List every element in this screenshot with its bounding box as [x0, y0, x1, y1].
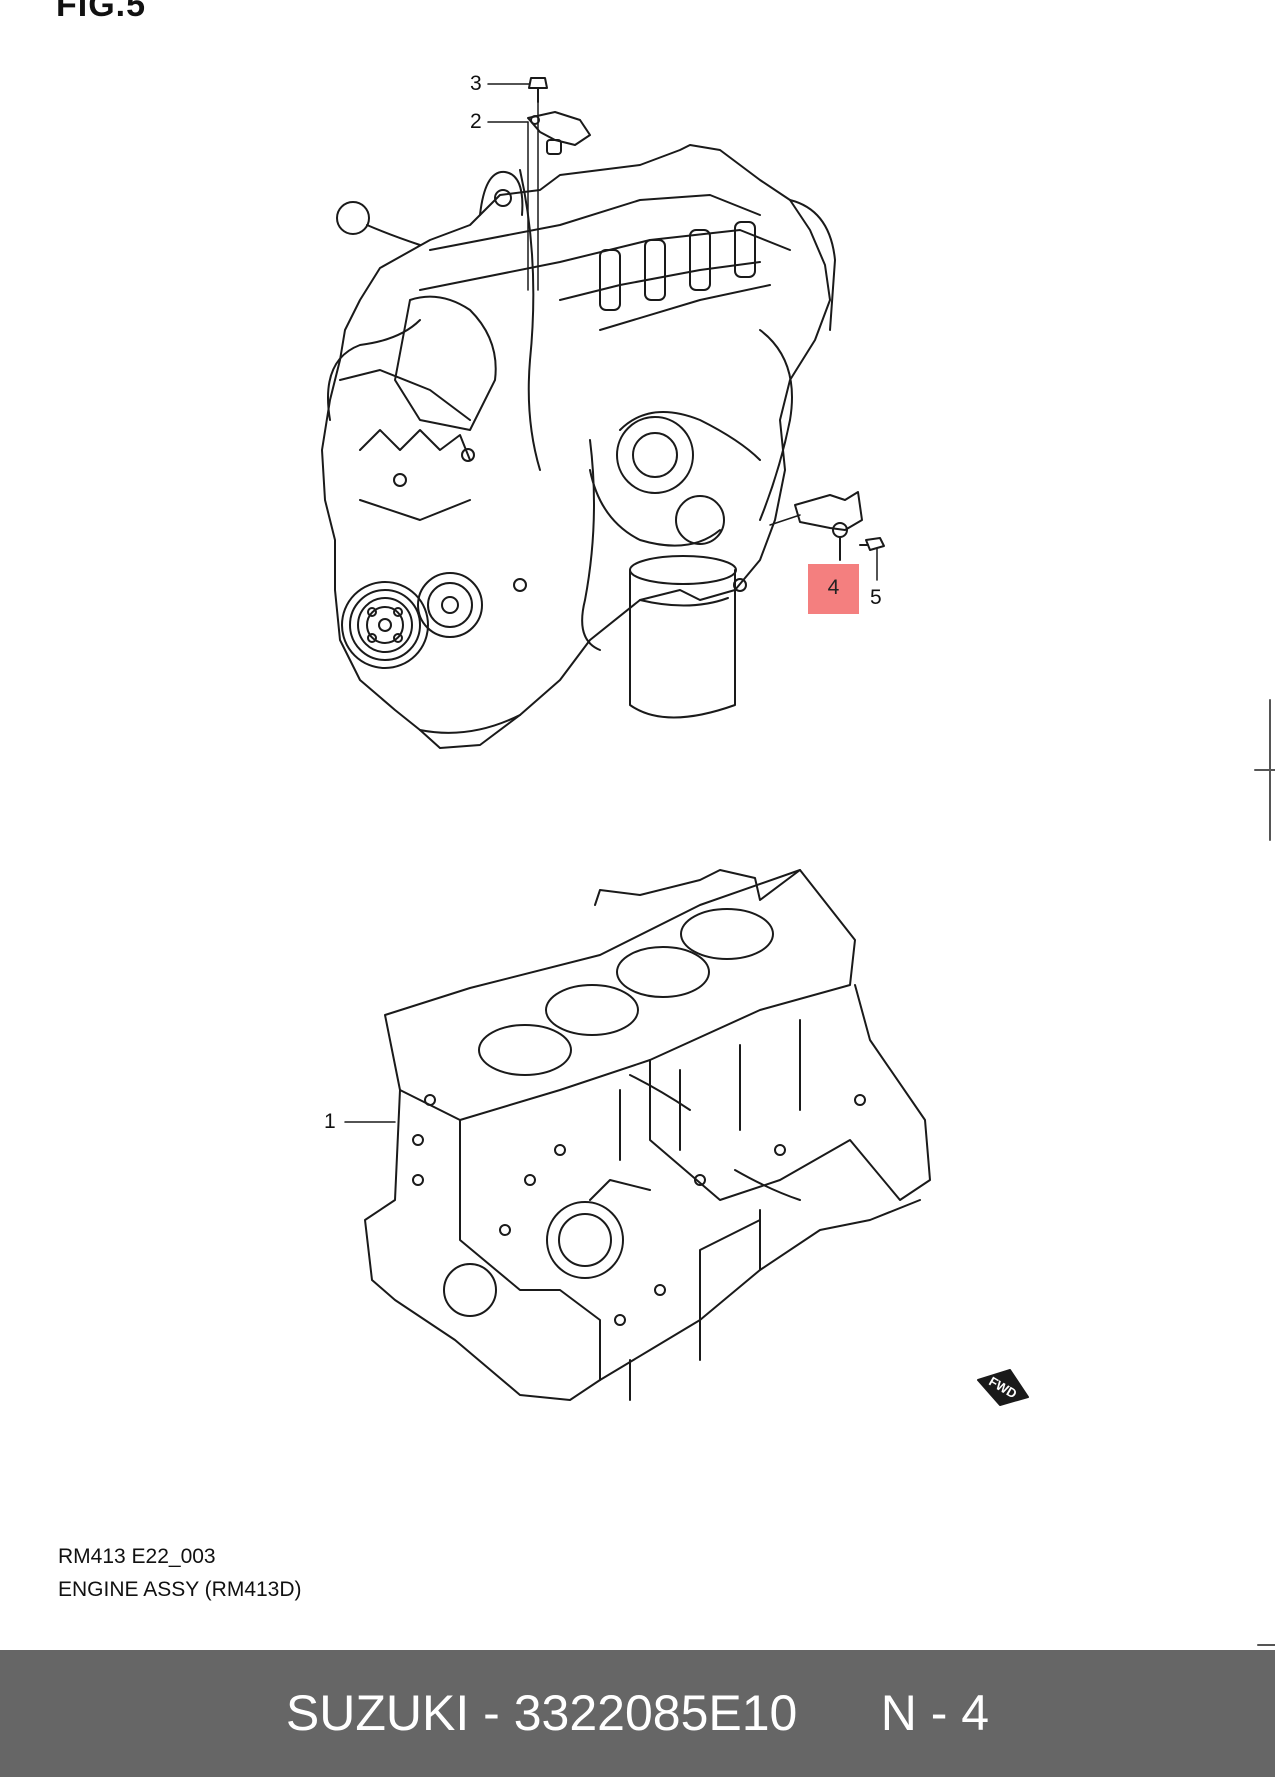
figure-label: FIG.5 — [56, 0, 147, 24]
highlighted-callout-4: 4 — [808, 564, 859, 614]
callout-2: 2 — [470, 110, 482, 133]
footer-brand: SUZUKI — [285, 1685, 470, 1741]
engine-diagram — [321, 77, 1275, 1646]
part-4-sensor — [794, 491, 863, 561]
part-2-sensor — [527, 111, 591, 155]
callout-1: 1 — [324, 1110, 336, 1133]
leader-lines — [344, 83, 878, 1123]
fwd-arrow-icon — [977, 1369, 1029, 1406]
diagram-title: ENGINE ASSY (RM413D) — [58, 1578, 302, 1601]
diagram-code: RM413 E22_003 — [58, 1545, 216, 1568]
part-5-bolt — [859, 537, 885, 551]
engine-assembly-drawing — [321, 144, 836, 749]
footer-position-code: N - 4 — [880, 1685, 990, 1741]
footer-bar: SUZUKI - 3322085E10 N - 4 — [0, 1650, 1275, 1777]
callout-5: 5 — [870, 586, 882, 609]
callout-4: 4 — [827, 576, 840, 599]
footer-separator: - — [469, 1685, 514, 1741]
callout-3: 3 — [470, 72, 482, 95]
cylinder-block-drawing — [364, 869, 931, 1401]
footer-gap — [797, 1685, 880, 1741]
part-3-bolt — [528, 77, 548, 103]
footer-part-number: 3322085E10 — [513, 1685, 798, 1741]
